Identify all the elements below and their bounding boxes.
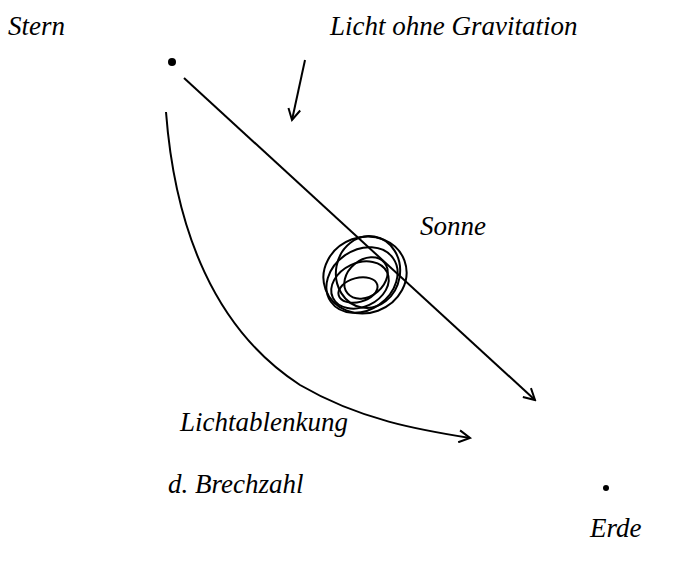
star-label: Stern (8, 12, 65, 42)
bent-ray (166, 112, 470, 438)
earth-label: Erde (590, 514, 641, 544)
ray-label: Licht ohne Gravitation (330, 12, 577, 42)
cause-label: d. Brechzahl (168, 470, 303, 500)
straight-ray (184, 78, 535, 400)
sun-label: Sonne (420, 212, 486, 242)
earth-dot (603, 485, 609, 491)
deflection-label: Lichtablenkung (180, 408, 348, 438)
star-dot (168, 58, 176, 66)
pointer-arrow (292, 60, 305, 120)
sun-scribble (313, 225, 418, 326)
